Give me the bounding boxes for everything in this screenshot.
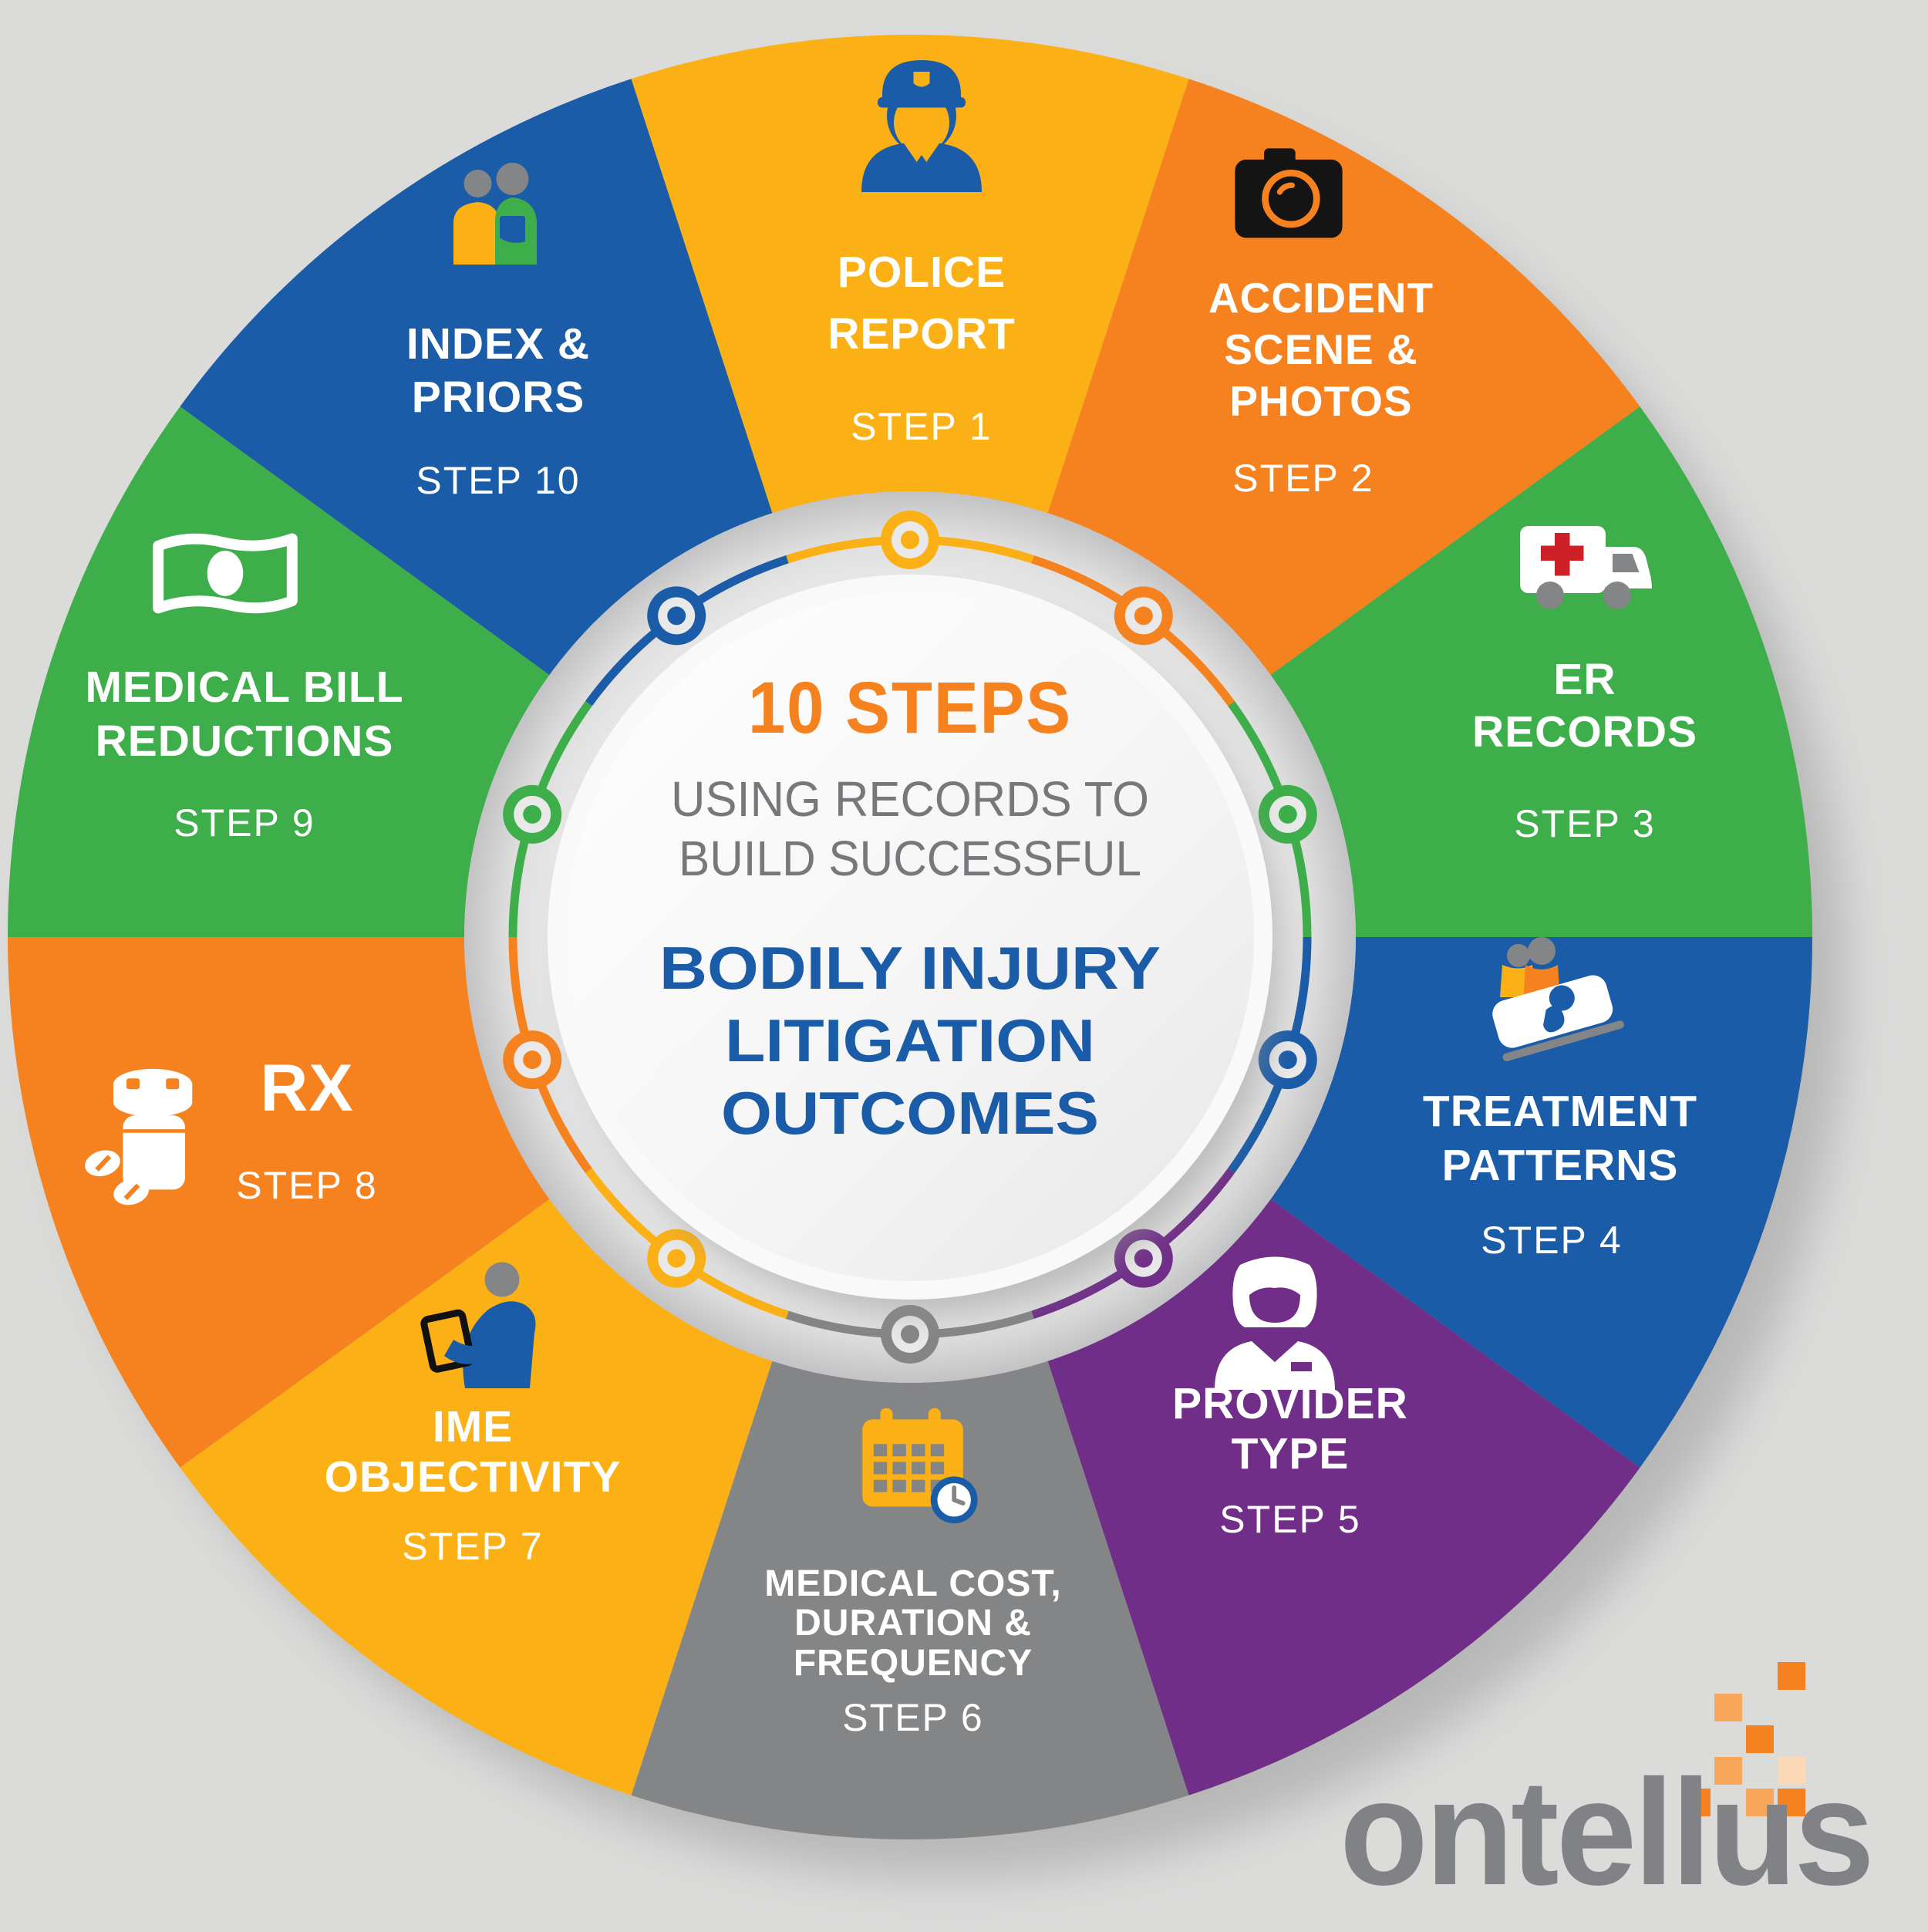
medical-provider-icon [1215,1256,1335,1390]
center-title-line-1: BODILY INJURY [659,934,1161,1002]
wheel [7,35,1812,1839]
segment-8-title-line-1: RX [260,1051,353,1125]
ontellus-pixel-mark-icon [1683,1662,1805,1816]
segment-2-title-line-3: PHOTOS [1229,377,1412,425]
ring-nodes [503,511,1317,1364]
segment-4-title-line-2: PATTERNS [1442,1141,1679,1190]
segment-9-title-line-2: REDUCTIONS [96,716,394,766]
people-pair-icon [453,163,537,265]
center-heading: 10 STEPS [748,667,1072,749]
ring-node-9 [503,784,562,844]
ring-node-7 [647,1229,706,1288]
ring-node-3 [1258,784,1317,844]
patient-bed-icon [1492,937,1624,1062]
segment-1-title-line-1: POLICE [838,248,1006,297]
ambulance-icon [1520,526,1652,609]
center-title-line-2: LITIGATION [725,1006,1095,1074]
segment-4-title-line-1: TREATMENT [1423,1087,1697,1136]
segment-3-step-label: STEP 3 [1514,802,1655,845]
center-text-block: 10 STEPS USING RECORDS TO BUILD SUCCESSF… [659,667,1161,1147]
camera-icon [1235,148,1343,238]
segment-1-step-label: STEP 1 [851,405,992,448]
ring-node-10 [647,586,706,646]
segment-9-title-line-1: MEDICAL BILL [85,663,403,712]
center-subheading-line-2: BUILD SUCCESSFUL [679,831,1141,886]
segment-5-step-label: STEP 5 [1219,1498,1360,1541]
segment-9-wedge [7,406,550,937]
police-officer-icon [861,60,982,192]
segment-2-title-line-2: SCENE & [1224,325,1418,373]
segment-10-title-line-1: INDEX & [406,319,590,369]
segment-4-step-label: STEP 4 [1481,1219,1622,1262]
segment-10-wedge [180,79,773,676]
ontellus-logo-text: ontellus [1340,1748,1872,1917]
segment-3-title-line-1: ER [1553,655,1616,704]
segment-6-title-line-1: MEDICAL COST, [764,1563,1061,1604]
segment-6-title-line-3: FREQUENCY [794,1643,1033,1684]
ontellus-logo: ontellus [1340,1662,1875,1917]
segment-6-title-line-2: DURATION & [794,1603,1032,1644]
ring-node-8 [503,1030,562,1090]
ring-node-6 [881,1305,939,1364]
ring-node-2 [1114,586,1173,646]
segment-2-title-line-1: ACCIDENT [1208,274,1434,322]
segment-1-title-line-2: REPORT [827,309,1016,359]
person-tablet-icon [420,1262,536,1388]
segment-2-step-label: STEP 2 [1232,457,1374,500]
segment-10-title-line-2: PRIORS [412,373,585,422]
segment-3-title-line-2: RECORDS [1472,707,1697,757]
segment-10-step-label: STEP 10 [416,459,580,502]
segment-2-wedge [1047,79,1640,676]
segment-5-wedge [1047,1199,1640,1795]
center-subheading-line-1: USING RECORDS TO [671,771,1149,827]
segment-5-title-line-1: PROVIDER [1172,1379,1408,1428]
segment-8-step-label: STEP 8 [236,1164,377,1207]
center-circle [566,593,1254,1281]
segment-7-wedge [180,1199,773,1795]
segment-7-step-label: STEP 7 [402,1525,543,1568]
segment-5-title-line-2: TYPE [1232,1429,1350,1479]
ring-node-4 [1258,1030,1317,1090]
segment-7-title-line-2: OBJECTIVITY [325,1452,622,1502]
calendar-clock-icon [862,1408,978,1524]
segment-6-step-label: STEP 6 [842,1696,983,1739]
ring-node-1 [881,511,939,569]
segment-6-wedge [631,1360,1189,1839]
center-title-line-3: OUTCOMES [721,1079,1099,1147]
segment-9-step-label: STEP 9 [174,801,315,845]
segment-3-wedge [1270,406,1812,937]
segment-4-wedge [1270,937,1812,1468]
segment-1-wedge [631,35,1189,514]
segment-7-title-line-1: IME [433,1402,513,1452]
money-bill-icon [153,533,298,614]
pill-bottle-icon [85,1068,193,1205]
